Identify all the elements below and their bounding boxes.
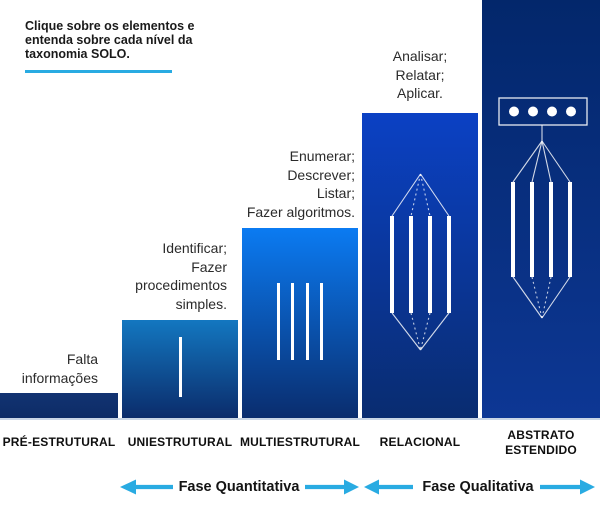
- intro-text: Clique sobre os elementos e entenda sobr…: [25, 19, 195, 61]
- level-description-relacional: Analisar; Relatar; Aplicar.: [392, 48, 448, 101]
- level-description-pre-estrutural: Falta informações: [21, 351, 98, 386]
- level-label-abstrato-estendido: ABSTRATO ESTENDIDO: [505, 428, 577, 457]
- level-bar-uniestrutural[interactable]: [122, 320, 238, 418]
- intro-underline-divider: [25, 70, 172, 73]
- level-bar-relacional[interactable]: [362, 113, 478, 418]
- extended-abstract-network-icon: [498, 97, 588, 319]
- baseline-divider: [0, 418, 600, 420]
- relational-network-icon: [390, 173, 451, 351]
- phase-label-quantitative: Fase Quantitativa: [178, 479, 300, 495]
- level-bar-pre-estrutural[interactable]: [0, 393, 118, 418]
- level-description-uniestrutural: Identificar; Fazer procedimentos simples…: [135, 240, 227, 312]
- single-line-icon: [178, 337, 182, 397]
- multi-lines-icon: [242, 283, 358, 360]
- level-label-uniestrutural: UNIESTRUTURAL: [127, 435, 233, 449]
- quantitative-phase-arrow-right: [305, 479, 359, 495]
- phase-label-qualitative: Fase Qualitativa: [422, 479, 534, 495]
- level-bar-abstrato-estendido[interactable]: [482, 0, 600, 418]
- qualitative-phase-arrow-right: [540, 479, 595, 495]
- level-description-multiestrutural: Enumerar; Descrever; Listar; Fazer algor…: [246, 148, 355, 220]
- level-label-multiestrutural: MULTIESTRUTURAL: [239, 435, 361, 449]
- level-bar-multiestrutural[interactable]: [242, 228, 358, 418]
- phase-arrows: [120, 479, 595, 495]
- level-label-relacional: RELACIONAL: [379, 435, 461, 449]
- quantitative-phase-arrow-left: [120, 479, 173, 495]
- qualitative-phase-arrow-left: [364, 479, 413, 495]
- level-label-pre-estrutural: PRÉ-ESTRUTURAL: [2, 435, 116, 449]
